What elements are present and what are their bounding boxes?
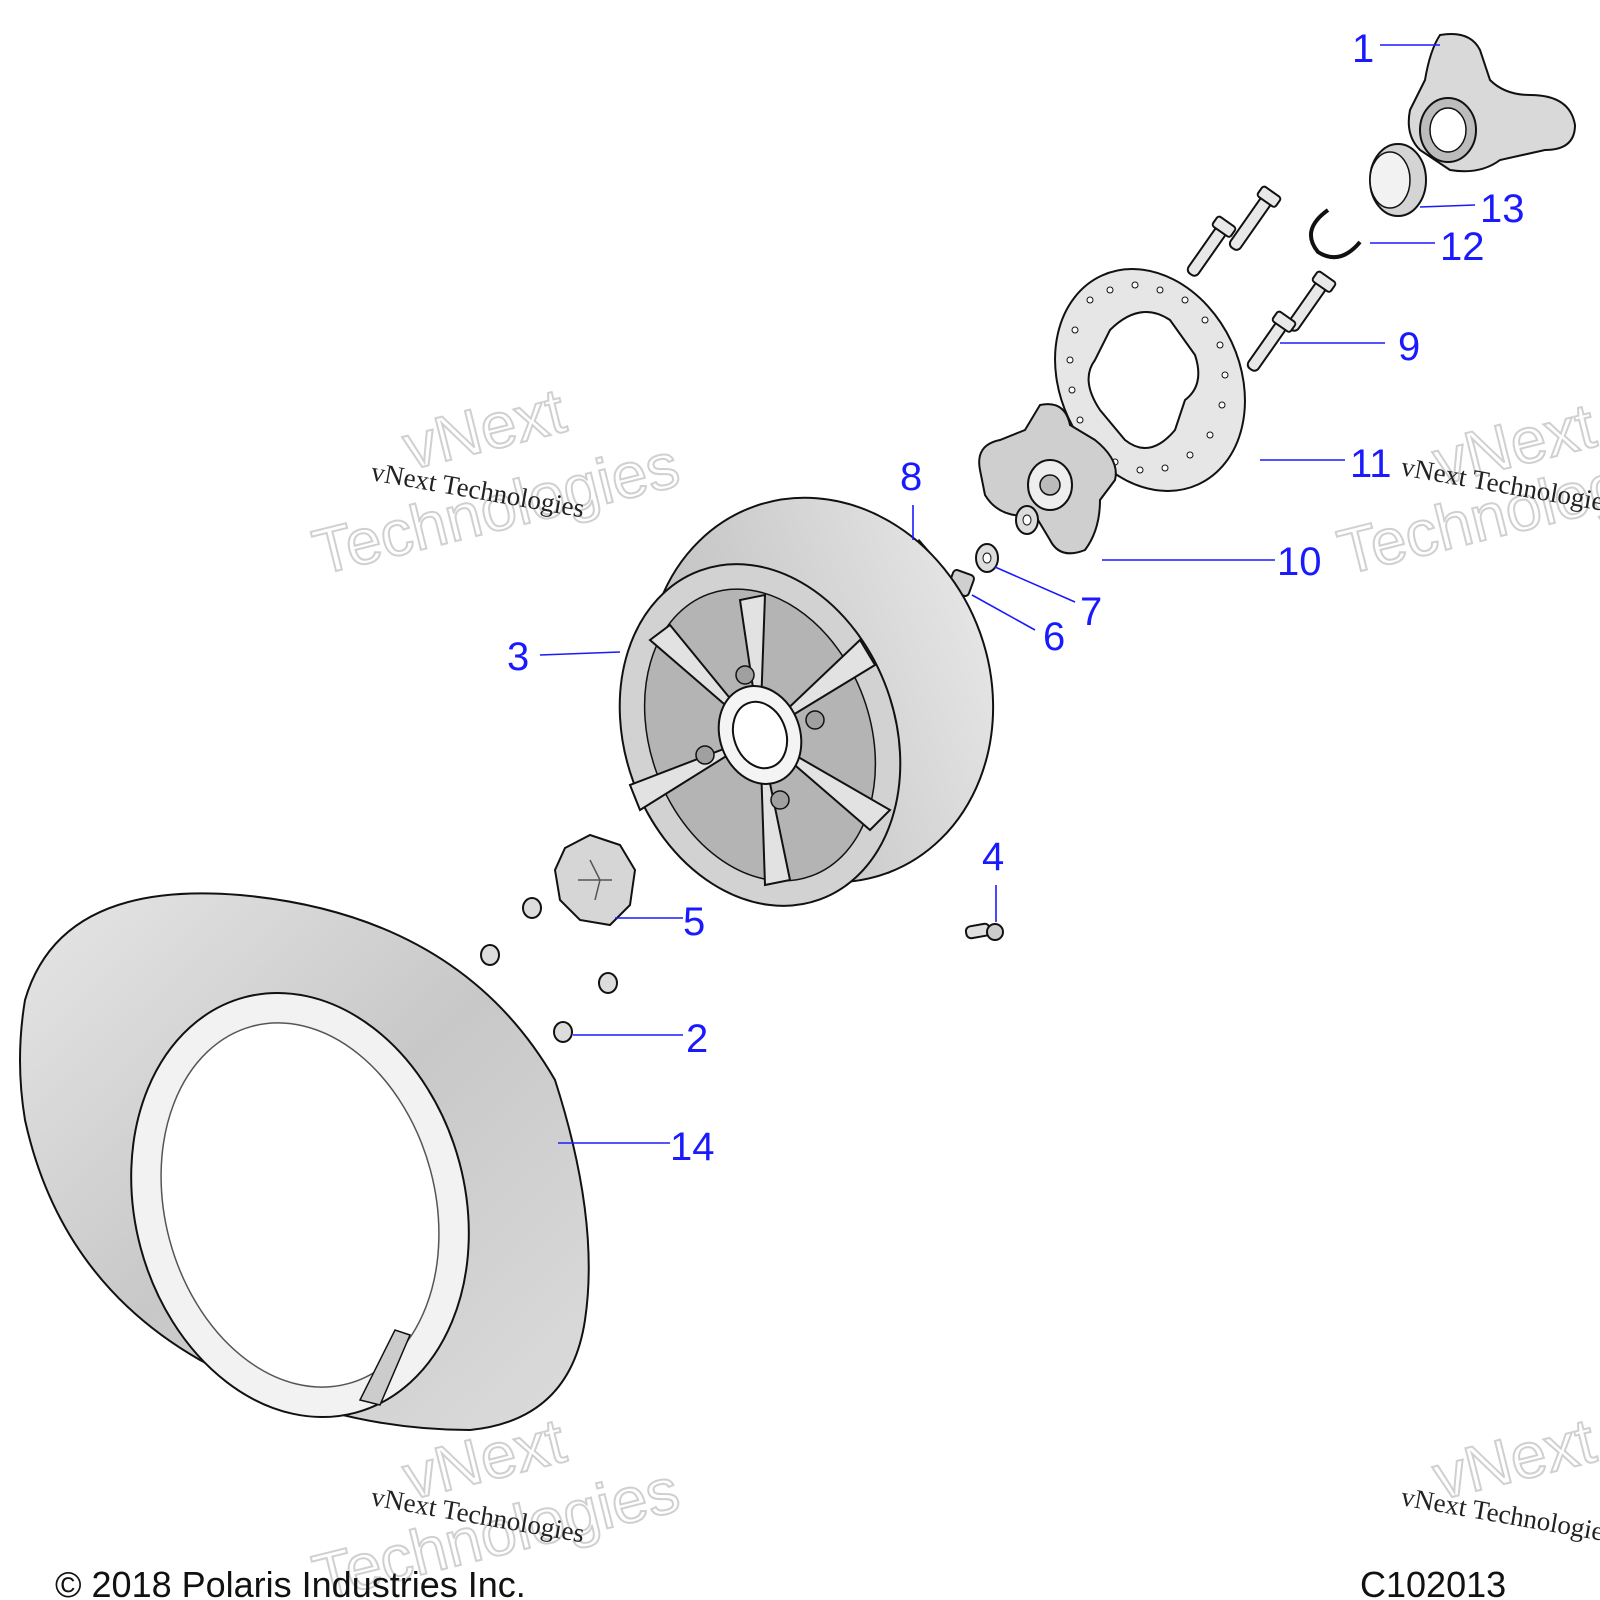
callout-8: 8 — [900, 455, 922, 499]
watermark-group-top-right: vNext Technologies vNext Technologies — [1330, 388, 1600, 589]
callout-4: 4 — [982, 835, 1004, 879]
part-center-cap — [553, 833, 637, 927]
callout-1: 1 — [1352, 27, 1374, 71]
callout-9: 9 — [1398, 325, 1420, 369]
leader-3 — [539, 651, 621, 656]
part-washer — [975, 505, 1039, 573]
part-wheel — [618, 496, 995, 907]
callout-7: 7 — [1080, 590, 1102, 634]
callout-11: 11 — [1350, 442, 1392, 486]
copyright-text: © 2018 Polaris Industries Inc. — [55, 1564, 526, 1600]
callout-12: 12 — [1440, 225, 1485, 269]
watermark-group-top-left: vNext Technologies vNext Technologies — [305, 373, 687, 589]
callout-6: 6 — [1043, 615, 1065, 659]
part-tire — [19, 892, 590, 1432]
part-bolts — [1186, 185, 1337, 372]
callout-13: 13 — [1480, 187, 1525, 231]
part-knuckle — [1407, 33, 1577, 173]
part-bearing — [1369, 143, 1427, 217]
callout-labels: 1 2 3 4 5 6 7 8 9 10 11 12 13 14 — [507, 27, 1525, 1169]
watermark-group-bottom-right: vNext vNext Technologies — [1399, 1403, 1600, 1548]
callout-3: 3 — [507, 635, 529, 679]
callout-14: 14 — [670, 1125, 715, 1169]
leader-7 — [994, 566, 1076, 603]
part-snap-ring — [1308, 208, 1362, 260]
callout-5: 5 — [683, 900, 705, 944]
diagram-code: C102013 — [1360, 1564, 1506, 1600]
callout-2: 2 — [686, 1017, 708, 1061]
callout-10: 10 — [1277, 540, 1322, 584]
part-valve-stem — [964, 922, 1004, 941]
part-brake-disc — [1054, 268, 1246, 492]
leader-lines — [539, 44, 1476, 1144]
leader-6 — [971, 594, 1036, 631]
part-hub — [978, 403, 1117, 555]
leader-13 — [1419, 204, 1476, 208]
part-lug-nuts — [480, 897, 618, 1043]
